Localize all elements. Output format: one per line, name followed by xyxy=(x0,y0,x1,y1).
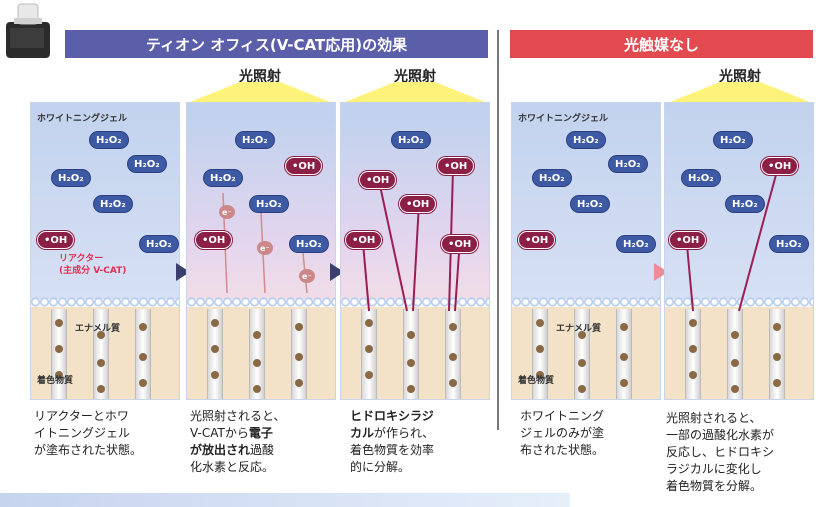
hydroxyl-radical: •OH xyxy=(435,156,476,176)
h2o2-molecule: H₂O₂ xyxy=(681,169,721,187)
h2o2-molecule: H₂O₂ xyxy=(139,235,179,253)
hydroxyl-radical: •OH xyxy=(667,230,708,250)
h2o2-molecule: H₂O₂ xyxy=(532,169,572,187)
hydroxyl-radical: •OH xyxy=(193,230,234,250)
caption-hydroxyl-decomposition: ヒドロキシラジ カルが作られ、 着色物質を効率 的に分解。 xyxy=(350,409,435,474)
light-irradiation-label-2: 光照射 xyxy=(394,69,436,85)
light-irradiation-label-3: 光照射 xyxy=(719,69,761,85)
electron: e⁻ xyxy=(299,269,315,283)
h2o2-molecule: H₂O₂ xyxy=(608,155,648,173)
whitening-gel-label: ホワイトニングジェル xyxy=(518,114,609,124)
stain-label: 着色物質 xyxy=(37,376,74,386)
h2o2-molecule: H₂O₂ xyxy=(51,169,91,187)
panel-initial-state: ホワイトニングジェル H₂O₂ H₂O₂ H₂O₂ H₂O₂ •OH H₂O₂ … xyxy=(30,102,180,400)
hydroxyl-radical: •OH xyxy=(397,194,438,214)
h2o2-molecule: H₂O₂ xyxy=(616,235,656,253)
hydroxyl-radical: •OH xyxy=(439,234,480,254)
h2o2-molecule: H₂O₂ xyxy=(203,169,243,187)
h2o2-molecule: H₂O₂ xyxy=(725,195,765,213)
section-divider xyxy=(497,30,499,430)
no-photocatalyst-banner: 光触媒なし xyxy=(510,30,813,58)
light-beam-1 xyxy=(185,82,335,104)
tion-office-effect-banner: ティオン オフィス(V-CAT応用)の効果 xyxy=(65,30,488,58)
radical-attack-paths xyxy=(362,168,460,312)
caption-partial-reaction: 光照射されると、一部の過酸化水素が反応し、ヒドロキシラジカルに変化し着色物質を分… xyxy=(666,411,775,493)
h2o2-molecule: H₂O₂ xyxy=(570,195,610,213)
hydroxyl-radical: •OH xyxy=(357,170,398,190)
hydroxyl-radical: •OH xyxy=(35,230,76,250)
enamel-label: エナメル質 xyxy=(556,324,602,334)
hydroxyl-radical: •OH xyxy=(343,230,384,250)
light-beam-3 xyxy=(665,82,815,104)
electron: e⁻ xyxy=(257,241,273,255)
caption-initial-state: リアクターとホワイトニングジェルが塗布された状態。 xyxy=(34,409,143,457)
light-irradiation-label-1: 光照射 xyxy=(239,69,281,85)
radical-attack-paths xyxy=(686,170,778,312)
panel-hydroxyl-decomposition: H₂O₂ •OH •OH •OH •OH •OH xyxy=(340,102,490,400)
h2o2-molecule: H₂O₂ xyxy=(93,195,133,213)
panel-gel-only: ホワイトニングジェル H₂O₂ H₂O₂ H₂O₂ H₂O₂ •OH H₂O₂ … xyxy=(511,102,661,400)
h2o2-molecule: H₂O₂ xyxy=(289,235,329,253)
h2o2-molecule: H₂O₂ xyxy=(769,235,809,253)
electron: e⁻ xyxy=(219,205,235,219)
reactor-label: リアクター(主成分 V-CAT) xyxy=(59,254,127,276)
whitening-gel-label: ホワイトニングジェル xyxy=(37,114,128,124)
h2o2-molecule: H₂O₂ xyxy=(566,131,606,149)
h2o2-molecule: H₂O₂ xyxy=(89,131,129,149)
h2o2-molecule: H₂O₂ xyxy=(235,131,275,149)
hydroxyl-radical: •OH xyxy=(516,230,557,250)
h2o2-molecule: H₂O₂ xyxy=(127,155,167,173)
h2o2-molecule: H₂O₂ xyxy=(713,131,753,149)
product-bottle-image xyxy=(6,3,50,58)
panel-partial-reaction: H₂O₂ •OH H₂O₂ H₂O₂ •OH H₂O₂ xyxy=(664,102,814,400)
enamel-label: エナメル質 xyxy=(75,324,121,334)
footer-bar xyxy=(0,493,570,507)
panel-electron-release: H₂O₂ •OH H₂O₂ H₂O₂ •OH H₂O₂ e⁻ e⁻ e⁻ xyxy=(186,102,336,400)
hydroxyl-radical: •OH xyxy=(283,156,324,176)
hydroxyl-radical: •OH xyxy=(759,156,800,176)
stain-label: 着色物質 xyxy=(518,376,555,386)
caption-gel-only: ホワイトニングジェルのみが塗布された状態。 xyxy=(520,409,605,457)
caption-electron-release: 光照射されると、 V-CATから電子 が放出され過酸 化水素と反応。 xyxy=(190,409,286,474)
light-beam-2 xyxy=(340,82,490,104)
h2o2-molecule: H₂O₂ xyxy=(249,195,289,213)
h2o2-molecule: H₂O₂ xyxy=(391,131,431,149)
